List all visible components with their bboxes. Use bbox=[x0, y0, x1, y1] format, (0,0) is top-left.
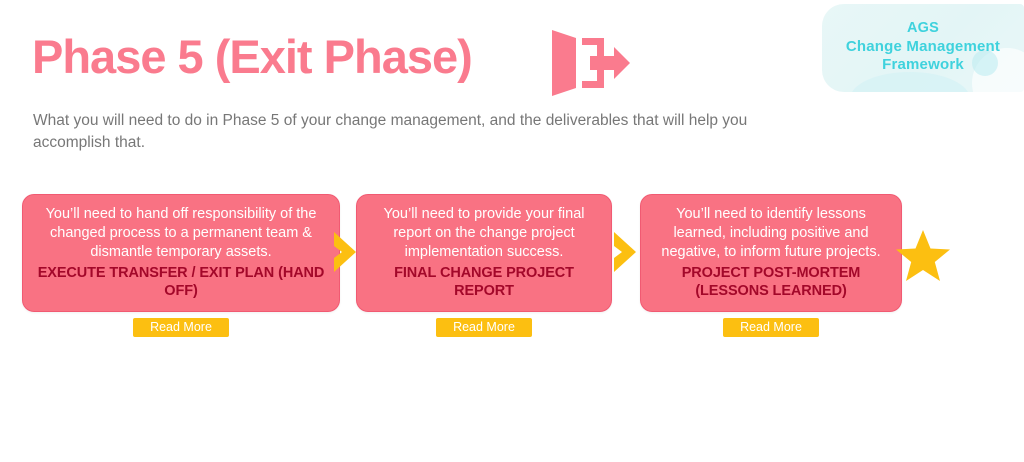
phase-steps-row: You’ll need to hand off responsibility o… bbox=[0, 194, 1024, 344]
brand-line-change-management: Change Management bbox=[845, 37, 1001, 55]
exit-door-arrow-icon bbox=[552, 30, 630, 96]
brand-decor-blob-small bbox=[972, 50, 998, 76]
step-description: You’ll need to identify lessons learned,… bbox=[661, 206, 881, 260]
page-title: Phase 5 (Exit Phase) bbox=[32, 30, 473, 83]
read-more-button[interactable]: Read More bbox=[133, 318, 229, 338]
step-card-body[interactable]: You’ll need to provide your final report… bbox=[356, 194, 612, 313]
read-more-button[interactable]: Read More bbox=[723, 318, 819, 338]
chevron-right-icon bbox=[614, 232, 636, 272]
brand-line-ags: AGS bbox=[906, 20, 940, 36]
step-title: PROJECT POST-MORTEM (LESSONS LEARNED) bbox=[681, 264, 861, 299]
brand-badge: AGS Change Management Framework bbox=[822, 4, 1024, 92]
step-card-2: You’ll need to provide your final report… bbox=[356, 194, 612, 338]
brand-title: AGS Change Management Framework bbox=[822, 4, 1024, 74]
step-card-1: You’ll need to hand off responsibility o… bbox=[22, 194, 340, 338]
step-description: You’ll need to hand off responsibility o… bbox=[45, 206, 317, 260]
step-card-body[interactable]: You’ll need to hand off responsibility o… bbox=[22, 194, 340, 313]
star-icon bbox=[896, 230, 950, 281]
chevron-right-icon bbox=[334, 232, 356, 272]
brand-decor-blob-large bbox=[850, 72, 970, 92]
step-card-body[interactable]: You’ll need to identify lessons learned,… bbox=[640, 194, 902, 313]
step-title: FINAL CHANGE PROJECT REPORT bbox=[394, 264, 574, 299]
read-more-button[interactable]: Read More bbox=[436, 318, 532, 338]
step-card-3: You’ll need to identify lessons learned,… bbox=[640, 194, 902, 338]
brand-line-framework: Framework bbox=[882, 55, 964, 73]
step-description: You’ll need to provide your final report… bbox=[383, 206, 585, 260]
step-title: EXECUTE TRANSFER / EXIT PLAN (HAND OFF) bbox=[37, 264, 325, 299]
page-subtitle: What you will need to do in Phase 5 of y… bbox=[33, 112, 748, 151]
